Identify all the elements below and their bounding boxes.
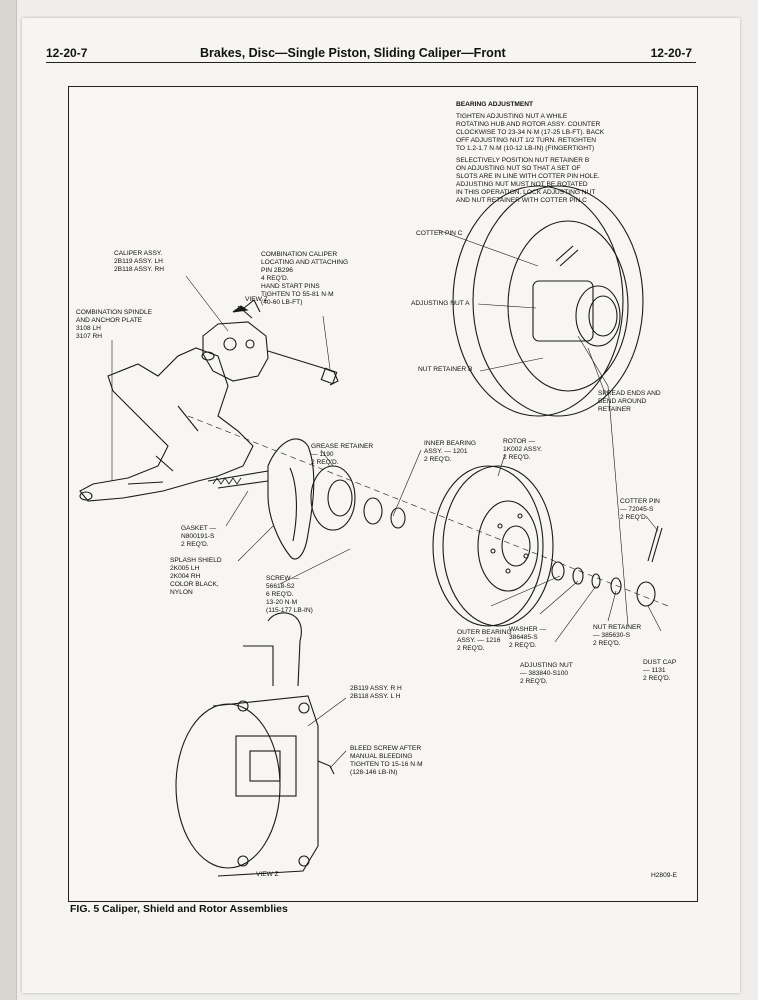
spindle-drawing <box>79 347 254 502</box>
caliper-drawing <box>202 299 339 386</box>
label-nut-retainer: NUT RETAINER — 385630-S 2 REQ'D. <box>593 624 642 647</box>
label-gasket: GASKET — N800191-S 2 REQ'D. <box>181 525 217 548</box>
page-edge <box>0 0 17 1000</box>
label-adjusting-nut-a: ADJUSTING NUT A <box>411 300 470 307</box>
small-parts-drawing <box>551 525 663 607</box>
label-nut-retainer-b: NUT RETAINER B <box>418 366 473 373</box>
label-dust-cap: DUST CAP — 1131 2 REQ'D. <box>643 659 677 682</box>
caliper-view-z-drawing <box>175 612 335 877</box>
page-number-right: 12-20-7 <box>650 46 692 60</box>
label-ref-code: H2809-E <box>651 872 678 879</box>
label-washer: WASHER — 386485-S 2 REQ'D. <box>509 626 547 649</box>
page-title: Brakes, Disc—Single Piston, Sliding Cali… <box>200 46 506 60</box>
figure-frame <box>68 86 698 902</box>
bearing-adjustment-step-2: SELECTIVELY POSITION NUT RETAINER B ON A… <box>456 157 600 204</box>
label-caliper-assy: CALIPER ASSY. 2B119 ASSY. LH 2B118 ASSY.… <box>114 250 164 273</box>
label-spindle: COMBINATION SPINDLE AND ANCHOR PLATE 310… <box>76 309 153 340</box>
page-number-left: 12-20-7 <box>46 46 88 60</box>
bearing-detail-drawing <box>452 185 644 417</box>
assembly-centerline <box>187 415 669 607</box>
label-caliper-view-assy: 2B119 ASSY. R H 2B118 ASSY. L H <box>350 685 402 700</box>
header-rule <box>46 62 696 63</box>
label-combination-pin: COMBINATION CALIPER LOCATING AND ATTACHI… <box>261 251 349 306</box>
label-spread-ends: SPREAD ENDS AND BEND AROUND RETAINER <box>598 390 661 413</box>
label-view-z: VIEW Z <box>245 296 268 303</box>
page-header: 12-20-7 Brakes, Disc—Single Piston, Slid… <box>30 40 696 64</box>
hub-drawing <box>310 465 406 531</box>
axle-stud <box>207 470 269 489</box>
label-adjusting-nut: ADJUSTING NUT — 383840-S100 2 REQ'D. <box>520 662 573 685</box>
label-cotter-pin: COTTER PIN — 72045-S 2 REQ'D. <box>620 498 660 521</box>
label-rotor: ROTOR — 1K002 ASSY. 2 REQ'D. <box>503 438 543 461</box>
bearing-adjustment-step-1: TIGHTEN ADJUSTING NUT A WHILE ROTATING H… <box>456 113 605 152</box>
label-outer-bearing: OUTER BEARING ASSY. — 1216 2 REQ'D. <box>457 629 512 652</box>
bearing-adjustment-title: BEARING ADJUSTMENT <box>456 101 534 108</box>
rotor-drawing <box>432 465 554 627</box>
label-splash-shield: SPLASH SHIELD 2K005 LH 2K004 RH COLOR BL… <box>170 557 222 596</box>
label-screw: SCREW — 56618-S2 6 REQ'D. 13-20 N·m (115… <box>266 575 313 614</box>
view-z-arrow <box>232 305 249 313</box>
label-grease-retainer: GREASE RETAINER — 1190 2 REQ'D. <box>311 443 374 466</box>
leader-lines <box>111 229 662 769</box>
label-inner-bearing: INNER BEARING ASSY. — 1201 2 REQ'D. <box>424 440 477 463</box>
figure-caption: FIG. 5 Caliper, Shield and Rotor Assembl… <box>70 903 288 915</box>
label-cotter-pin-c: COTTER PIN C <box>416 230 463 237</box>
bearing-adjustment-notes: BEARING ADJUSTMENT TIGHTEN ADJUSTING NUT… <box>456 101 696 209</box>
exploded-assembly-diagram <box>79 185 669 877</box>
label-view-z-bottom: VIEW Z <box>256 871 279 878</box>
splash-shield-drawing <box>267 438 315 560</box>
label-bleed-screw: BLEED SCREW AFTER MANUAL BLEEDING TIGHTE… <box>350 745 423 776</box>
